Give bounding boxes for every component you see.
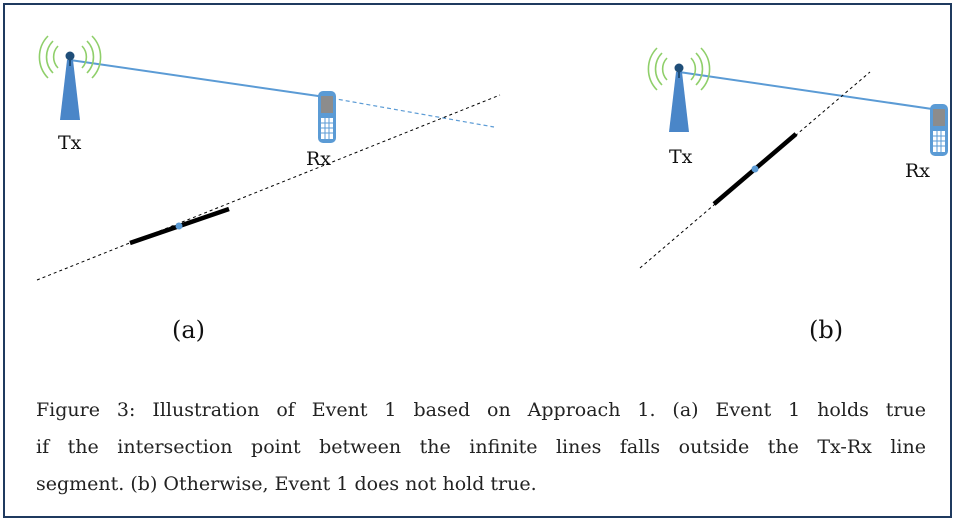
panel-a-label: (a) (172, 316, 206, 344)
panel-a-segment-midpoint (175, 222, 183, 230)
panel-a-infinite-line (36, 94, 501, 281)
panel-a-tx-rx-link (69, 59, 326, 98)
panel-a-tx-label: Tx (58, 132, 82, 154)
panel-b-diagram (639, 47, 949, 269)
panel-a-rx-label: Rx (306, 148, 332, 170)
figure-caption: Figure 3: Illustration of Event 1 based … (36, 392, 926, 503)
panel-b-tx-label: Tx (669, 146, 693, 168)
caption-line-2: if the intersection point between the in… (36, 436, 926, 458)
panel-a-diagram (36, 35, 501, 281)
panel-b-label: (b) (809, 316, 844, 344)
caption-line-3: segment. (b) Otherwise, Event 1 does not… (36, 473, 537, 495)
panel-b-rx-label: Rx (905, 160, 931, 182)
panel-b-segment-midpoint (751, 165, 759, 173)
panel-b-tx-rx-link (678, 71, 940, 111)
caption-line-1: Figure 3: Illustration of Event 1 based … (36, 399, 926, 421)
antenna-tower-icon (647, 47, 711, 133)
mobile-phone-icon (317, 90, 337, 144)
mobile-phone-icon (929, 103, 949, 157)
panel-a-link-extension (324, 96, 495, 128)
antenna-tower-icon (38, 35, 102, 121)
